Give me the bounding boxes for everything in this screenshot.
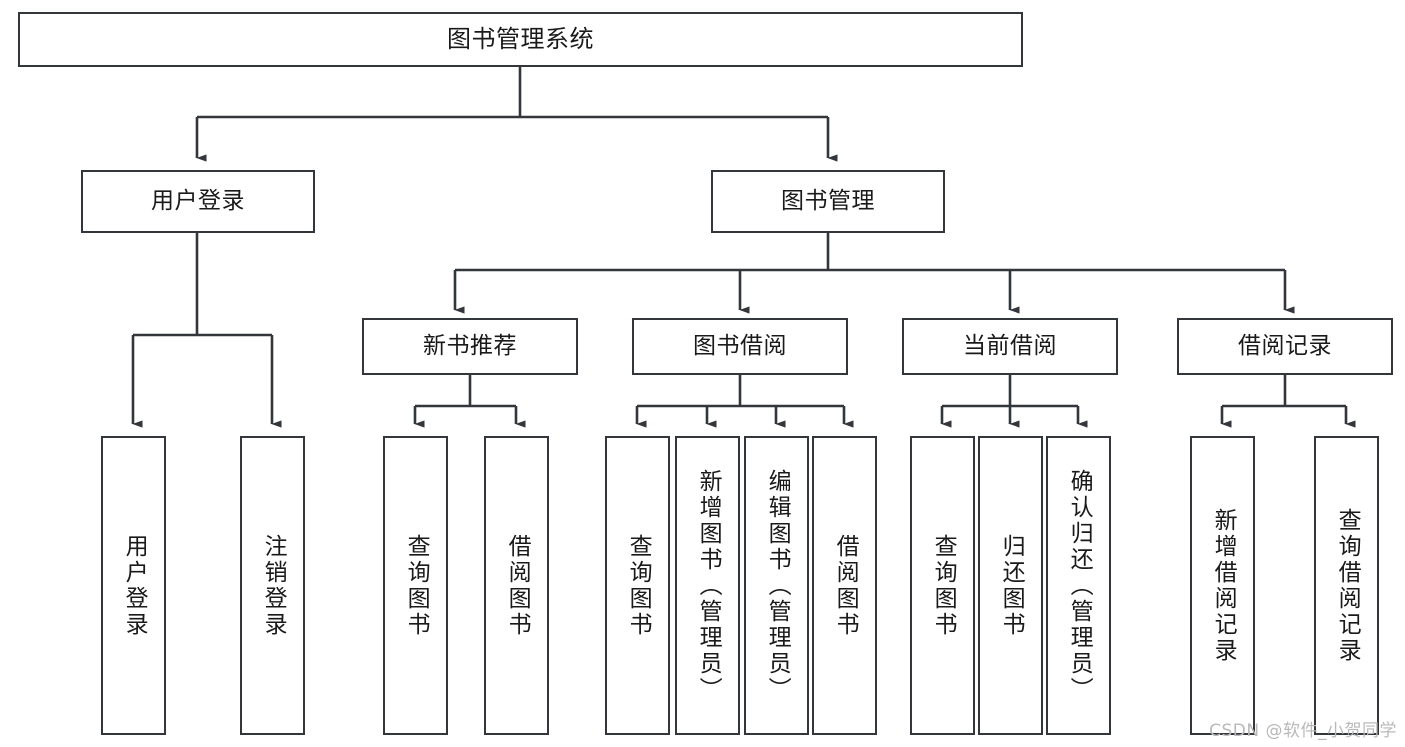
node-borrow-record[interactable]: 借阅记录 xyxy=(1177,318,1393,375)
node-label: 查询图书 xyxy=(930,533,957,638)
node-new-book-recommend[interactable]: 新书推荐 xyxy=(362,318,578,375)
node-label: 注销登录 xyxy=(260,533,287,638)
node-label: 查询借阅记录 xyxy=(1334,507,1361,664)
node-book-management[interactable]: 图书管理 xyxy=(711,170,945,233)
leaf-confirm-return-admin[interactable]: 确认归还（管理员） xyxy=(1046,436,1111,735)
leaf-add-borrow-record[interactable]: 新增借阅记录 xyxy=(1190,436,1255,735)
node-label: 新增图书（管理员） xyxy=(695,468,722,703)
node-user-login[interactable]: 用户登录 xyxy=(81,170,315,233)
node-label: 图书管理系统 xyxy=(447,25,594,54)
leaf-query-borrow-record[interactable]: 查询借阅记录 xyxy=(1314,436,1379,735)
node-label: 借阅图书 xyxy=(832,533,859,638)
leaf-borrow-book[interactable]: 借阅图书 xyxy=(812,436,877,735)
leaf-query-book-recommend[interactable]: 查询图书 xyxy=(383,436,448,735)
leaf-user-logout[interactable]: 注销登录 xyxy=(240,436,305,735)
node-label: 查询图书 xyxy=(403,533,430,638)
leaf-borrow-book-recommend[interactable]: 借阅图书 xyxy=(484,436,549,735)
node-book-borrow[interactable]: 图书借阅 xyxy=(632,318,848,375)
node-label: 归还图书 xyxy=(998,533,1025,638)
leaf-edit-book-admin[interactable]: 编辑图书（管理员） xyxy=(744,436,809,735)
node-label: 借阅图书 xyxy=(504,533,531,638)
node-label: 查询图书 xyxy=(625,533,652,638)
node-label: 借阅记录 xyxy=(1238,332,1332,359)
leaf-query-book-borrow[interactable]: 查询图书 xyxy=(605,436,670,735)
node-label: 图书借阅 xyxy=(693,332,787,359)
csdn-watermark: CSDN @软件_小贺同学 xyxy=(1209,721,1397,741)
node-label: 新书推荐 xyxy=(423,332,517,359)
node-label: 图书管理 xyxy=(781,187,875,214)
node-label: 用户登录 xyxy=(151,187,245,214)
node-label: 新增借阅记录 xyxy=(1210,507,1237,664)
leaf-user-login[interactable]: 用户登录 xyxy=(101,436,166,735)
leaf-query-book-current[interactable]: 查询图书 xyxy=(910,436,975,735)
node-current-borrow[interactable]: 当前借阅 xyxy=(902,318,1118,375)
leaf-return-book[interactable]: 归还图书 xyxy=(978,436,1043,735)
node-root-book-management-system[interactable]: 图书管理系统 xyxy=(18,12,1023,67)
node-label: 当前借阅 xyxy=(963,332,1057,359)
node-label: 确认归还（管理员） xyxy=(1066,468,1093,703)
node-label: 用户登录 xyxy=(121,533,148,638)
leaf-add-book-admin[interactable]: 新增图书（管理员） xyxy=(675,436,740,735)
node-label: 编辑图书（管理员） xyxy=(764,468,791,703)
